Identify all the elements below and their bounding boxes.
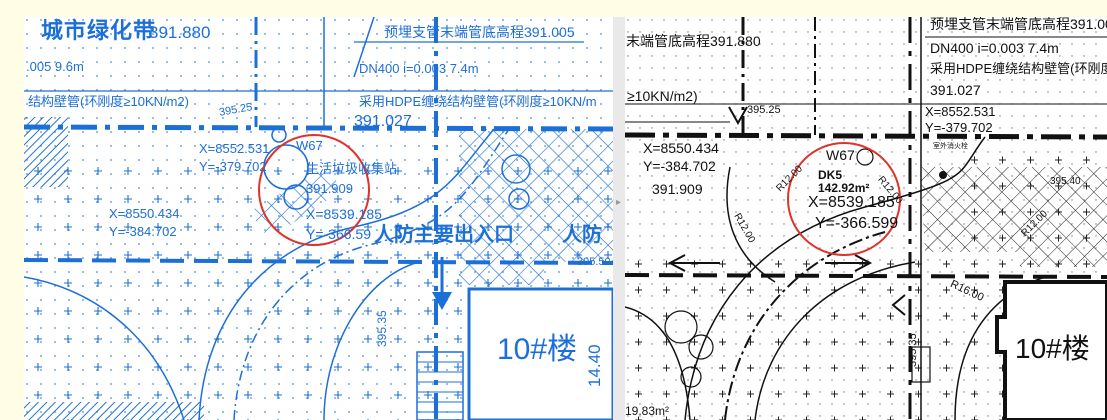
main-pipe-line-right: [625, 132, 1107, 140]
elev-395-35-right: 395.35: [907, 333, 919, 367]
wall-spec-label: 结构壁管(环刚度≥10KN/m2): [28, 94, 189, 109]
right-drawing-panel: 末端管底高程391.880 预埋支管末端管底高程391.005 DN400 i=…: [625, 17, 1107, 420]
wall-spec-right: ≥10KN/m2): [627, 88, 698, 104]
road-curve-right-3: [754, 261, 916, 420]
panel-divider[interactable]: ▸: [613, 17, 625, 420]
y3-coord: Y=-366.59: [306, 226, 371, 242]
left-drawing-panel: 城市绿化带 391.880 预埋支管末端管底高程391.005 .005 9.6…: [24, 17, 613, 420]
pipe-end-label: 末端管底高程391.880: [626, 33, 761, 49]
hydrant-symbol: [939, 171, 947, 179]
main-pipe-line: [24, 124, 613, 132]
road-edge-line: [24, 258, 613, 265]
slope-left-label: .005 9.6m: [26, 59, 84, 74]
road-curve-right-4: [726, 166, 776, 283]
tree-symbol-right-a: [664, 310, 698, 344]
elev-395-25-right: 395.25: [747, 104, 781, 116]
stairs-box: [416, 351, 464, 420]
pipe-elev-note: 预埋支管末端管底高程391.005: [384, 24, 575, 40]
station-label: 生活垃圾收集站: [306, 161, 398, 176]
hdpe-spec-label: 采用HDPE缠绕结构壁管(环刚度≥10KN/m: [359, 94, 597, 109]
diag-line: [353, 17, 375, 78]
left-arrow-icon: [667, 254, 720, 272]
tree-symbol-right-2: [508, 188, 530, 210]
elev-top-label: 391.880: [149, 23, 211, 42]
x3-coord: X=8539.185: [306, 206, 382, 222]
pipe-spec-right: DN400 i=0.003 7.4m: [930, 40, 1059, 56]
stairs-steps: [417, 361, 463, 413]
elev-395-40-right: 395.40: [1050, 176, 1081, 187]
hdpe-spec-right: 采用HDPE缠绕结构壁管(环刚度: [930, 61, 1107, 76]
elev-391-909-right: 391.909: [652, 181, 703, 197]
y3-coord-right: Y=-366.599: [815, 215, 899, 232]
elev-391-027-label: 391.027: [354, 113, 412, 130]
road-curve-4: [323, 261, 420, 420]
right-arrow-icon: [825, 254, 873, 272]
road-curve-2: [233, 128, 510, 420]
small-box: [911, 346, 931, 383]
pipe-elev-note-right: 预埋支管末端管底高程391.005: [930, 17, 1107, 32]
highlight-circle-right: [787, 142, 901, 256]
building-10-outline-right: [995, 280, 1107, 420]
divider-grip-icon: ▸: [616, 197, 622, 208]
down-arrow-icon: [432, 292, 452, 310]
y1-coord: Y=-379.702: [199, 159, 267, 174]
building-10-label-right: 10#楼: [1015, 333, 1090, 364]
road-curve-right-5: [625, 306, 691, 420]
well-w67-right: W67: [826, 147, 855, 163]
x2-coord-right: X=8550.434: [643, 140, 719, 156]
manhole-w67-right: [856, 148, 874, 166]
civil-defense-label: 人防: [562, 224, 602, 246]
area-label: 142.92m²: [818, 181, 870, 195]
x1-coord-right: X=8552.531: [925, 104, 996, 119]
paving-hatch-area: [459, 129, 613, 285]
road-curve-1: [198, 128, 495, 420]
arrow-icon-3: [891, 294, 906, 316]
x1-coord: X=8552.531: [199, 141, 270, 156]
road-curve-right-1: [684, 136, 986, 420]
building-10-label: 10#楼: [497, 333, 578, 366]
hydrant-label: 室外消火栓: [933, 143, 968, 150]
dk5-label: DK5: [818, 168, 843, 182]
elev-391-909-label: 391.909: [306, 181, 353, 196]
paving-hatch-right-2: [920, 167, 1020, 252]
pipe-spec-label: DN400 i=0.003 7.4m: [359, 61, 479, 76]
right-drawing-graphics: [625, 17, 1107, 420]
tree-symbol-right-b: [688, 334, 714, 360]
elev-14-40-label: 14.40: [585, 344, 604, 387]
y1-coord-right: Y=-379.702: [925, 120, 993, 135]
well-w67-label: W67: [296, 138, 323, 153]
road-curve-right-2: [724, 231, 886, 420]
tree-symbol-right: [501, 154, 531, 184]
paving-hatch-right: [1020, 167, 1107, 267]
manhole-w67: [271, 127, 287, 143]
green-belt-label: 城市绿化带: [41, 18, 157, 43]
area-bottom-label: 19.83m²: [625, 404, 670, 418]
x2-coord: X=8550.434: [109, 206, 180, 221]
left-drawing-graphics: [24, 17, 613, 420]
elev-395-50-label: 395.50: [577, 256, 611, 268]
tree-symbol-small: [283, 184, 309, 210]
y2-coord: Y=-384.702: [109, 224, 177, 239]
elev-395-35-label: 395.35: [375, 310, 389, 347]
tree-symbol-right-c: [680, 366, 702, 388]
y2-coord-right: Y=-384.702: [643, 158, 716, 174]
down-arrow-icon-right: [728, 106, 748, 126]
x3-coord-right: X=8539.185: [808, 194, 895, 211]
elev-391-027-right: 391.027: [930, 82, 981, 98]
road-curve-3: [24, 276, 185, 420]
building-10-outline: [467, 287, 613, 420]
ramp-hatch: [249, 167, 344, 239]
civil-defense-entrance-label: 人防主要出入口: [374, 224, 514, 246]
bottom-hatch: [24, 402, 204, 420]
highlight-circle-left: [258, 134, 370, 246]
